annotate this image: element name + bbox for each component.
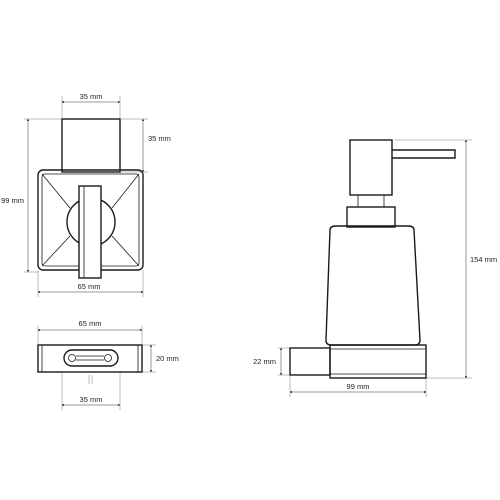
mount-arm (78, 185, 102, 279)
holder-base (329, 344, 427, 379)
pump-nozzle (392, 149, 456, 159)
screw-hole-right (104, 354, 112, 362)
pump-neck (346, 206, 396, 228)
dim-22-left: 22 mm (253, 357, 276, 366)
dim-154-right: 154 mm (470, 255, 497, 264)
dim-99-left: 99 mm (1, 196, 24, 205)
mount-slot (63, 349, 119, 367)
upper-block (61, 118, 121, 173)
mount-bar (37, 344, 143, 373)
dim-35-top: 35 mm (80, 92, 103, 101)
pump-head (349, 139, 393, 196)
dim-35-right: 35 mm (148, 134, 171, 143)
dim-99-bottom: 99 mm (347, 382, 370, 391)
bottle-body (325, 225, 421, 346)
screw-hole-left (68, 354, 76, 362)
front-view: 35 mm 35 mm 99 mm 65 mm (1, 92, 171, 297)
wall-bracket (289, 347, 331, 376)
dim-35-bottom: 35 mm (80, 395, 103, 404)
top-view: 65 mm 20 mm 35 mm (37, 319, 179, 410)
dim-20-right: 20 mm (156, 354, 179, 363)
side-view: 154 mm 22 mm 99 mm (253, 139, 497, 397)
dim-65-bottom: 65 mm (78, 282, 101, 291)
dim-65-top: 65 mm (79, 319, 102, 328)
